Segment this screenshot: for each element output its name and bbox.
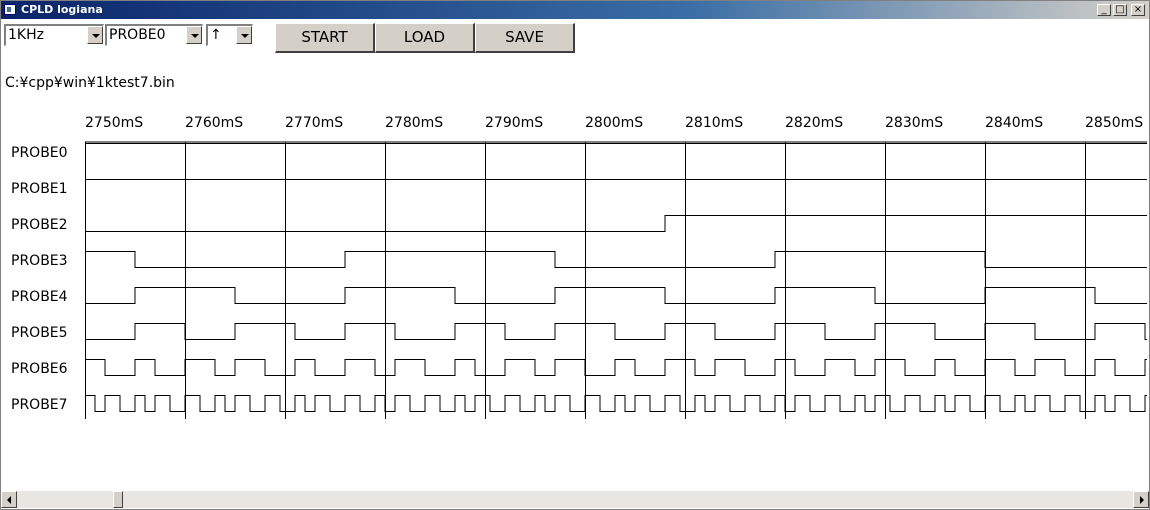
probe-waveform (85, 359, 1147, 376)
title-bar[interactable]: CPLD logiana _ □ × (1, 1, 1149, 19)
probe-label: PROBE3 (11, 253, 68, 269)
probe-select[interactable]: PROBE0 (105, 24, 203, 46)
time-tick-label: 2830mS (885, 115, 943, 131)
chevron-down-icon[interactable] (236, 26, 252, 44)
time-tick-label: 2750mS (85, 115, 143, 131)
probe-label: PROBE1 (11, 181, 68, 197)
edge-select[interactable]: ↑ (206, 24, 253, 46)
close-button[interactable]: × (1131, 4, 1145, 16)
clock-select[interactable]: 1KHz (4, 24, 104, 46)
time-tick-label: 2850mS (1085, 115, 1143, 131)
horizontal-scrollbar[interactable] (1, 491, 1149, 508)
time-tick-label: 2790mS (485, 115, 543, 131)
scroll-left-button[interactable] (1, 491, 17, 508)
probe-select-value: PROBE0 (109, 27, 166, 43)
maximize-button[interactable]: □ (1113, 4, 1127, 16)
time-tick-label: 2760mS (185, 115, 243, 131)
time-tick-label: 2810mS (685, 115, 743, 131)
minimize-button[interactable]: _ (1097, 4, 1111, 16)
load-button[interactable]: LOAD (375, 23, 475, 53)
save-button[interactable]: SAVE (475, 23, 575, 53)
time-tick-label: 2820mS (785, 115, 843, 131)
chevron-down-icon[interactable] (87, 26, 103, 44)
probe-label: PROBE4 (11, 289, 68, 305)
probe-waveform (85, 395, 1147, 412)
time-tick-label: 2770mS (285, 115, 343, 131)
probe-waveform (85, 287, 1147, 304)
probe-waveform (85, 323, 1147, 340)
probe-label: PROBE6 (11, 361, 68, 377)
edge-select-value: ↑ (210, 27, 222, 43)
clock-select-value: 1KHz (8, 27, 44, 43)
window-title: CPLD logiana (21, 3, 103, 16)
probe-label: PROBE5 (11, 325, 68, 341)
scroll-thumb[interactable] (113, 491, 123, 508)
file-path: C:¥cpp¥win¥1ktest7.bin (5, 75, 175, 91)
probe-label: PROBE7 (11, 397, 68, 413)
time-tick-label: 2840mS (985, 115, 1043, 131)
timing-chart: 2750mS 2760mS 2770mS 2780mS 2790mS 2800mS 2810… (11, 115, 1147, 419)
probe-label: PROBE2 (11, 217, 68, 233)
time-tick-label: 2800mS (585, 115, 643, 131)
chevron-down-icon[interactable] (186, 26, 202, 44)
probe-waveform (85, 215, 1147, 232)
start-button[interactable]: START (275, 23, 375, 53)
probe-waveform (85, 251, 1147, 268)
time-tick-label: 2780mS (385, 115, 443, 131)
app-icon (4, 4, 16, 15)
scroll-right-button[interactable] (1133, 491, 1149, 508)
client-area: 1KHz PROBE0 ↑ START LOAD SAVE C:¥cpp¥win… (1, 19, 1149, 491)
probe-label: PROBE0 (11, 145, 68, 161)
